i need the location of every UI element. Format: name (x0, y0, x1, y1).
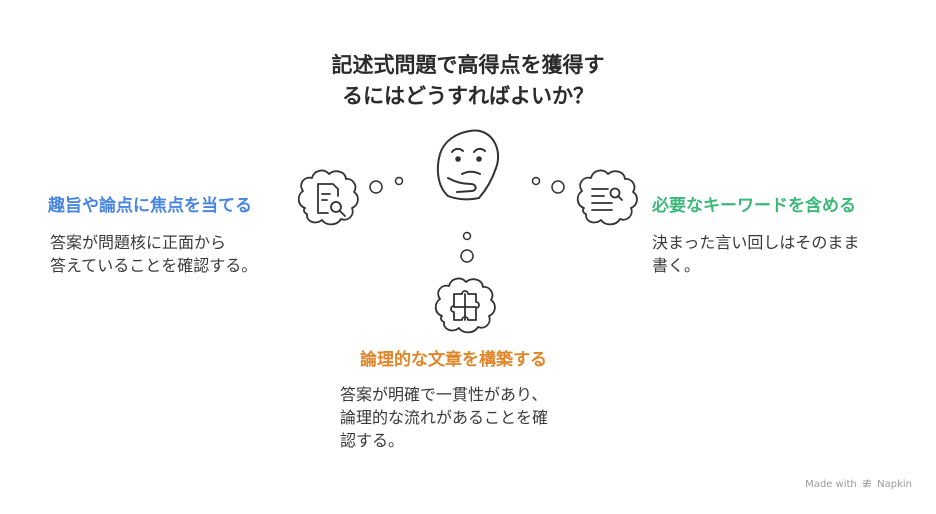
description-line: 答えていることを確認する。 (50, 256, 258, 275)
thought-bubble-bottom-large (460, 249, 474, 263)
description-line: 論理的な流れがあることを確 (340, 408, 549, 427)
heading-include-keywords: 必要なキーワードを含める (652, 196, 856, 216)
description-include-keywords: 決まった言い回しはそのまま 書く。 (652, 231, 859, 277)
thought-bubble-right-small (531, 176, 541, 186)
description-focus-on-point: 答案が問題核に正面から 答えていることを確認する。 (50, 231, 257, 277)
page-title: 記述式問題で高得点を獲得す るにはどうすればよいか？ (268, 50, 668, 112)
description-line: 答案が明確で一貫性があり、 (340, 385, 548, 404)
thought-bubble-left-large (369, 180, 383, 194)
footer-brand: Napkin (877, 479, 912, 490)
description-logical-structure: 答案が明確で一貫性があり、 論理的な流れがあることを確 認する。 (340, 383, 548, 452)
napkin-logo-icon (862, 479, 871, 488)
heading-focus-on-point: 趣旨や論点に焦点を当てる (48, 196, 252, 216)
thought-bubble-right-large (551, 180, 565, 194)
thinking-face-icon (436, 129, 500, 201)
description-line: 認する。 (340, 431, 405, 450)
list-search-icon (576, 169, 638, 226)
thought-bubble-left-small (394, 176, 404, 186)
description-line: 決まった言い回しはそのまま (652, 233, 860, 252)
title-line-1: 記述式問題で高得点を獲得す (331, 53, 605, 77)
made-with-napkin-badge[interactable]: Made with Napkin (805, 479, 912, 490)
title-line-2: るにはどうすればよいか？ (342, 84, 594, 108)
footer-text: Made with (805, 479, 857, 490)
thought-bubble-bottom-small (462, 231, 472, 241)
description-line: 答案が問題核に正面から (50, 233, 227, 252)
description-line: 書く。 (652, 256, 701, 275)
document-search-icon (297, 169, 359, 226)
heading-logical-structure: 論理的な文章を構築する (360, 350, 547, 370)
puzzle-icon (434, 277, 496, 334)
